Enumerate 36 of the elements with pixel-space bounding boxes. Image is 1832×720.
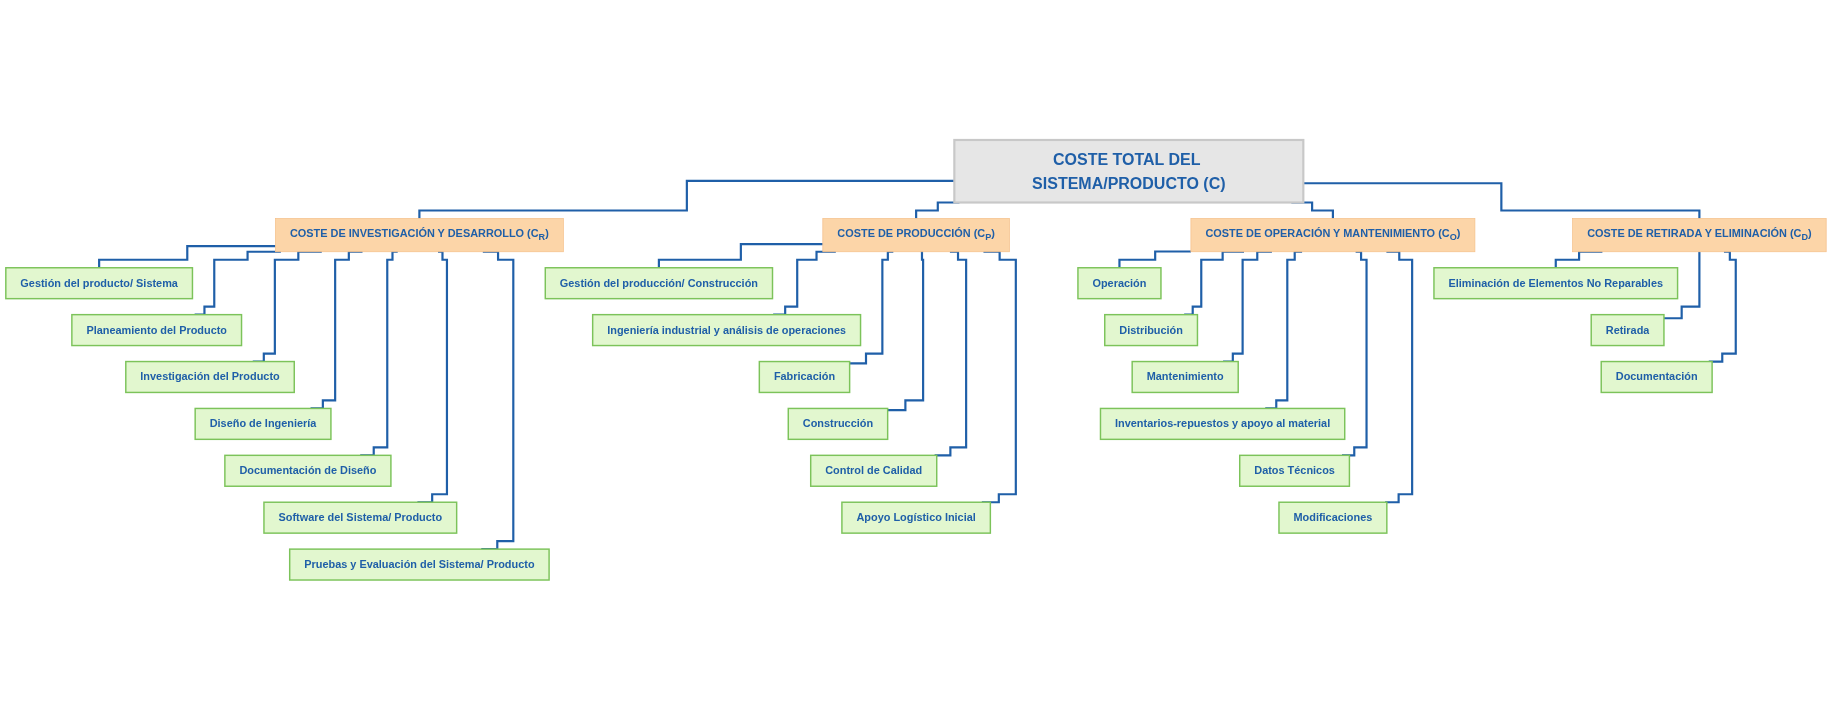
- node-box: Inventarios-repuestos y apoyo al material: [1099, 407, 1346, 441]
- node-box: Retirada: [1590, 313, 1665, 347]
- node-box: Eliminación de Elementos No Reparables: [1433, 267, 1679, 300]
- node-box: Distribución: [1104, 313, 1199, 347]
- connector: [98, 245, 276, 269]
- node-box: Mantenimiento: [1131, 360, 1239, 394]
- node-box: Ingeniería industrial y análisis de operaciones: [591, 313, 862, 347]
- node-box: COSTE DE PRODUCCIÓN (C$_{P}$): [822, 218, 1010, 253]
- node-box: Apoyo Logístico Inicial: [841, 501, 992, 534]
- node-box: Documentación de Diseño: [224, 454, 392, 487]
- connector: [1303, 182, 1701, 220]
- connector: [1118, 250, 1191, 269]
- node-box: Construcción: [787, 407, 889, 441]
- connector: [1385, 250, 1414, 504]
- node-box: Operación: [1077, 267, 1162, 300]
- node-box: COSTE DE OPERACIÓN Y MANTENIMIENTO (C$_{O}$): [1190, 218, 1476, 253]
- node-box: Diseño de Ingeniería: [194, 407, 332, 441]
- node-box: Documentación: [1600, 360, 1713, 394]
- node-box: Investigación del Producto: [125, 360, 295, 394]
- node-box: Gestión del producto/ Sistema: [5, 267, 194, 300]
- node-box: Modificaciones: [1278, 501, 1388, 534]
- connector: [887, 250, 925, 412]
- node-box: COSTE DE INVESTIGACIÓN Y DESARROLLO (C$_{R}$): [275, 218, 564, 253]
- node-box: COSTE DE RETIRADA Y ELIMINACIÓN (C$_{D}$): [1572, 218, 1827, 253]
- connector: [934, 250, 968, 457]
- node-box: COSTE TOTAL DEL SISTEMA/PRODUCTO (C): [953, 138, 1305, 204]
- node-box: Planeamiento del Producto: [71, 313, 243, 347]
- node-box: Control de Calidad: [809, 454, 938, 487]
- connector: [657, 242, 823, 269]
- connector: [1663, 250, 1701, 320]
- node-box: Software del Sistema/ Producto: [263, 501, 458, 534]
- node-box: Pruebas y Evaluación del Sistema/ Producto: [288, 548, 550, 581]
- node-box: Gestión del producción/ Construcción: [544, 267, 774, 300]
- node-box: Fabricación: [758, 360, 851, 394]
- node-box: Datos Técnicos: [1239, 454, 1351, 487]
- connector: [418, 179, 955, 220]
